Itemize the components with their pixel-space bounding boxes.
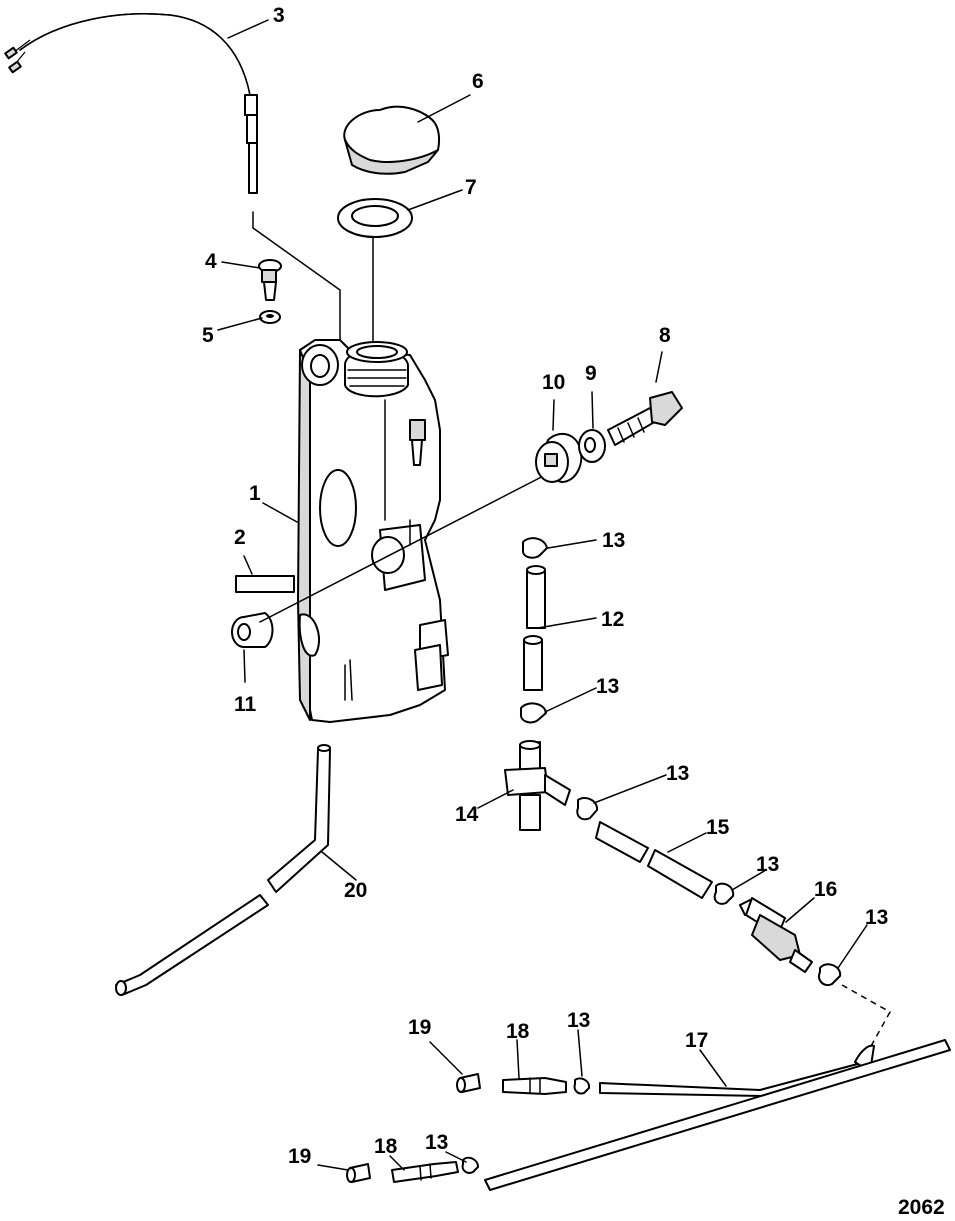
part-3-sensor-wire: [4, 13, 341, 356]
callout-13-g: 13: [425, 1131, 448, 1154]
part-2-decal: [235, 555, 295, 593]
callout-4: 4: [205, 250, 217, 273]
leader-lines: [217, 19, 868, 1171]
part-18-fitting-a: [502, 1077, 567, 1095]
callout-19-b: 19: [288, 1145, 311, 1168]
callout-12: 12: [601, 608, 624, 631]
part-18-fitting-b: [391, 1161, 459, 1183]
part-10-grommet: [535, 432, 583, 483]
part-19-cap-a: [456, 1073, 481, 1093]
callout-13-f: 13: [567, 1009, 590, 1032]
part-13-clamp-b: [519, 702, 547, 724]
callout-6: 6: [472, 70, 484, 93]
callout-5: 5: [202, 324, 214, 347]
figure-number: 2062: [898, 1196, 945, 1219]
part-20-vent-hose: [115, 744, 331, 996]
callout-9: 9: [585, 362, 597, 385]
callout-13-c: 13: [666, 762, 689, 785]
part-15-hose: [595, 821, 713, 899]
callout-11: 11: [234, 693, 257, 716]
part-7-gasket: [337, 198, 413, 351]
callout-10: 10: [542, 371, 565, 394]
callout-14: 14: [455, 803, 479, 826]
part-13-clamp-c: [576, 797, 599, 821]
part-13-clamp-d: [713, 882, 735, 905]
part-19-cap-b: [346, 1163, 371, 1183]
part-4-screw: [258, 259, 282, 301]
callout-3: 3: [273, 4, 285, 27]
part-5-washer: [259, 310, 281, 324]
part-11-grommet: [231, 469, 556, 648]
part-12-hose: [523, 565, 546, 691]
callout-18-b: 18: [374, 1135, 398, 1158]
callout-20: 20: [344, 879, 367, 902]
callout-labels: 3 6 7 4 5 8 9 10 1 2 13 12 13 11 13 14 1…: [202, 4, 945, 1219]
part-8-fitting: [607, 391, 683, 446]
part-6-filler-cap: [343, 105, 440, 175]
callout-1: 1: [249, 482, 261, 505]
callout-7: 7: [465, 176, 477, 199]
callout-18-a: 18: [506, 1020, 530, 1043]
part-13-clamp-f: [573, 1077, 591, 1095]
callout-8: 8: [659, 324, 671, 347]
callout-13-a: 13: [602, 529, 625, 552]
part-13-clamp-a: [522, 537, 548, 559]
part-1-oil-tank: [297, 339, 449, 723]
part-17-hose: [484, 1039, 951, 1191]
part-14-tee-fitting: [504, 740, 571, 831]
part-16-fuel-filter: [739, 897, 813, 973]
part-9-washer: [578, 429, 606, 463]
callout-15: 15: [706, 816, 730, 839]
callout-17: 17: [685, 1029, 708, 1052]
part-13-clamp-e: [818, 963, 892, 1049]
callout-2: 2: [234, 526, 246, 549]
callout-16: 16: [814, 878, 837, 901]
part-13-clamp-g: [461, 1156, 479, 1174]
callout-19-a: 19: [408, 1016, 431, 1039]
callout-13-b: 13: [596, 675, 619, 698]
callout-13-e: 13: [865, 906, 888, 929]
callout-13-d: 13: [756, 853, 779, 876]
